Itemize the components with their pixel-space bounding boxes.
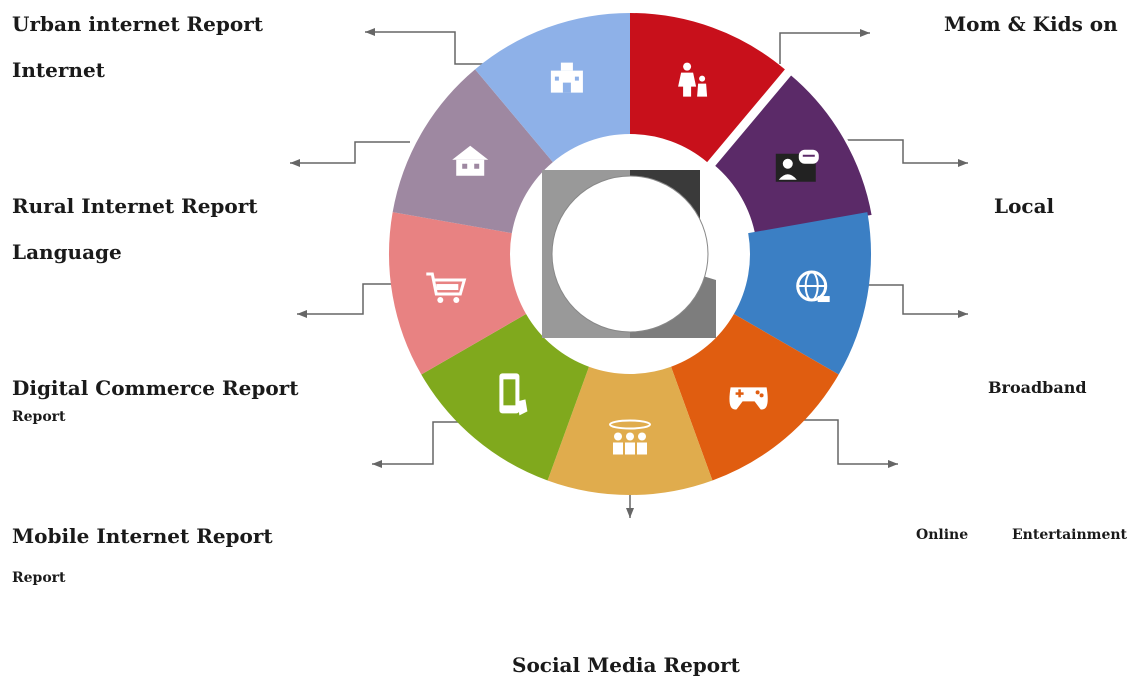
rural-report-label: Rural Internet Report: [12, 194, 258, 218]
arrowhead: [297, 310, 307, 318]
mother-child-icon: [678, 62, 708, 97]
house-icon: [452, 145, 489, 176]
speech-person-icon: [775, 149, 819, 182]
arrowhead: [372, 460, 382, 468]
digital-commerce-label: Digital Commerce Report: [12, 376, 299, 400]
broadband-label: Broadband: [988, 378, 1087, 397]
connector-line: [830, 139, 968, 164]
mobile-phone-icon: [499, 373, 528, 416]
city-building-icon: [550, 62, 583, 93]
connector-line: [297, 283, 400, 315]
connector-line: [855, 284, 968, 315]
globe-icon: [796, 270, 830, 303]
shopping-cart-icon: [426, 272, 467, 304]
connector-line: [290, 141, 410, 164]
wheel-center: [542, 170, 716, 338]
connector-line: [779, 32, 870, 64]
urban-report-sublabel: Internet: [12, 58, 105, 82]
mobile-internet-sublabel: Report: [12, 570, 66, 586]
social-media-label: Social Media Report: [512, 653, 740, 677]
center-hole: [551, 175, 709, 333]
local-label: Local: [994, 194, 1055, 218]
mom-kids-label: Mom & Kids on: [944, 12, 1118, 36]
arrowhead: [888, 460, 898, 468]
segment-social-media: [547, 366, 713, 496]
arrowhead: [290, 159, 300, 167]
arrowhead: [365, 28, 375, 36]
online-label: Online: [916, 527, 969, 543]
digital-commerce-sublabel: Report: [12, 409, 66, 425]
arrowhead: [626, 508, 634, 518]
group-people-icon: [609, 419, 651, 455]
entertainment-label: Entertainment: [1012, 527, 1128, 543]
arrowhead: [958, 310, 968, 318]
gamepad-icon: [729, 387, 768, 410]
wheel-icons: [426, 62, 830, 455]
connector-line: [780, 419, 898, 465]
segment-broadband: [733, 212, 871, 375]
arrowhead: [958, 159, 968, 167]
arrowhead: [860, 29, 870, 37]
urban-report-label: Urban internet Report: [12, 12, 263, 36]
segment-mom-kids: [630, 13, 785, 163]
mobile-internet-label: Mobile Internet Report: [12, 524, 273, 548]
rural-report-sublabel: Language: [12, 240, 122, 264]
